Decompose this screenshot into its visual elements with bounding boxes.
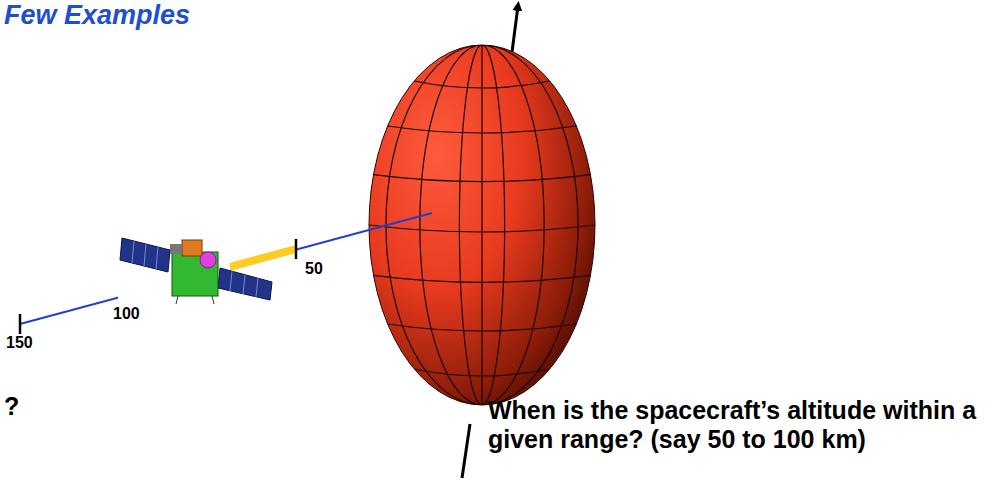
planet-grid [369, 45, 595, 405]
nadir-line [20, 213, 432, 324]
slide-title: Few Examples [4, 0, 190, 31]
tick-label: 100 [113, 305, 140, 323]
spacecraft [118, 230, 272, 308]
rotation-axis [462, 424, 470, 478]
question-text: When is the spacecraft’s altitude within… [488, 396, 1000, 454]
tick-mark [295, 239, 298, 259]
rotation-axis [512, 6, 518, 52]
tick-mark [19, 314, 22, 334]
cut-text: ? [4, 392, 19, 421]
tick-label: 50 [305, 260, 323, 278]
tick-label: 150 [6, 334, 33, 352]
planet [369, 45, 595, 405]
